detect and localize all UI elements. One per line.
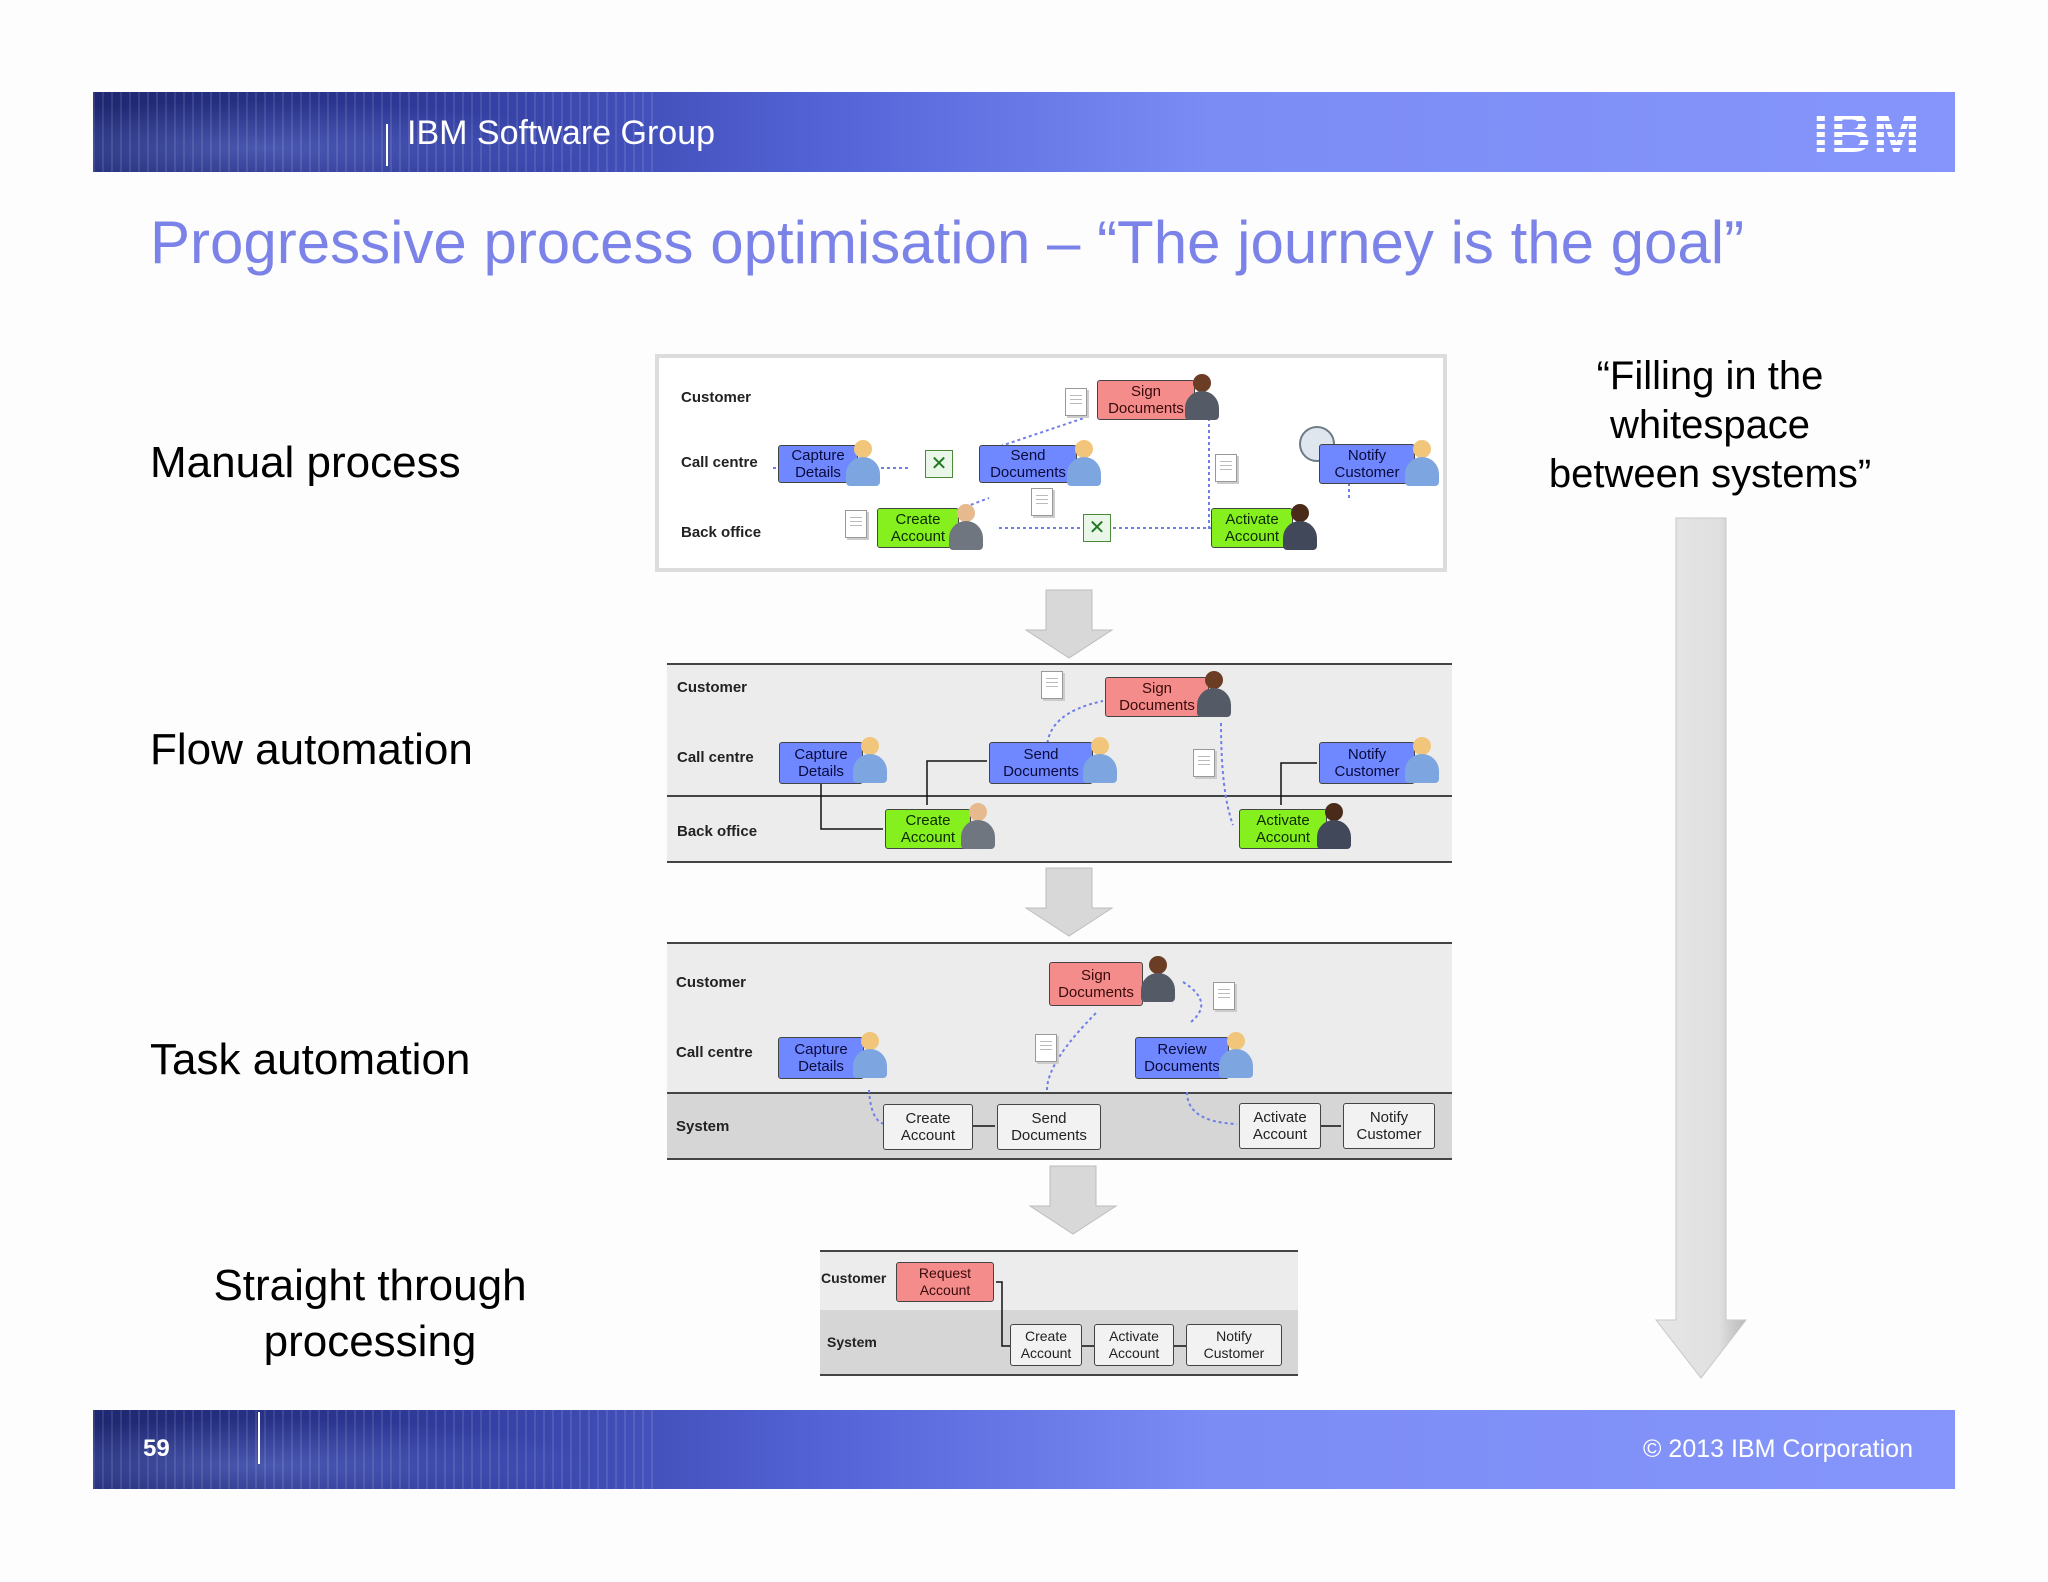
agent-avatar <box>1067 440 1101 486</box>
document-icon <box>1065 388 1087 416</box>
copyright: © 2013 IBM Corporation <box>1643 1435 1913 1463</box>
task-sign-documents[interactable]: Sign Documents <box>1105 677 1209 717</box>
stage-label-manual: Manual process <box>150 438 461 487</box>
lane-customer: Customer <box>676 974 747 991</box>
spreadsheet-icon: ✕ <box>925 450 953 478</box>
agent-avatar <box>846 440 880 486</box>
stage-label-flow: Flow automation <box>150 725 473 774</box>
whitespace-note-line-3: between systems” <box>1548 452 1872 496</box>
lane-call-centre: Call centre <box>676 1044 753 1061</box>
page-number: 59 <box>143 1435 170 1462</box>
whitespace-note: “Filling in the whitespace between syste… <box>1530 352 1890 499</box>
task-capture-details[interactable]: Capture Details <box>778 445 858 483</box>
task-send-documents[interactable]: Send Documents <box>989 742 1093 784</box>
header-band: IBM Software Group IBM <box>93 92 1955 172</box>
task-create-account[interactable]: Create Account <box>883 1104 973 1150</box>
stage-label-stp: Straight through processing <box>213 1261 527 1366</box>
task-activate-account[interactable]: Activate Account <box>1239 809 1327 849</box>
stage-label-task: Task automation <box>150 1035 471 1084</box>
whitespace-note-line-1: “Filling in the <box>1596 354 1824 398</box>
lane-system: System <box>676 1118 730 1135</box>
lane-customer: Customer <box>681 389 752 406</box>
lane-system: System <box>827 1334 877 1350</box>
task-send-documents[interactable]: Send Documents <box>979 445 1077 483</box>
agent-avatar <box>853 737 887 783</box>
stp-connectors <box>996 1281 1186 1347</box>
journey-arrow <box>1654 517 1748 1379</box>
footer-separator <box>258 1412 260 1464</box>
lane-back-office: Back office <box>677 823 758 840</box>
manual-process-diagram: Customer Call centre Back office Capture… <box>655 354 1447 572</box>
page-title: Progressive process optimisation – “The … <box>150 209 1745 276</box>
document-icon <box>1035 1034 1057 1062</box>
customer-avatar <box>1141 956 1175 1002</box>
flow-automation-diagram: Customer Call centre Back office Sign Do… <box>667 663 1452 863</box>
footer-texture <box>93 1410 653 1489</box>
lane-call-centre: Call centre <box>677 749 754 766</box>
document-icon <box>1193 749 1215 777</box>
customer-avatar <box>1185 374 1219 420</box>
customer-avatar <box>1197 671 1231 717</box>
staff-avatar <box>1317 803 1351 849</box>
stp-diagram: Customer System Request Account Create A… <box>820 1250 1298 1376</box>
document-icon <box>845 510 867 538</box>
document-icon <box>1213 982 1235 1010</box>
task-send-documents[interactable]: Send Documents <box>997 1104 1101 1150</box>
task-automation-diagram: Customer Call centre System Sign Documen… <box>667 942 1452 1160</box>
whitespace-note-line-2: whitespace <box>1609 403 1811 447</box>
header-texture <box>93 92 653 172</box>
agent-avatar <box>1405 737 1439 783</box>
task-sign-documents[interactable]: Sign Documents <box>1049 962 1143 1006</box>
task-capture-details[interactable]: Capture Details <box>778 1037 864 1079</box>
task-sign-documents[interactable]: Sign Documents <box>1097 380 1195 420</box>
task-connectors <box>868 981 1341 1127</box>
task-activate-account[interactable]: Activate Account <box>1211 508 1293 548</box>
lane-call-centre: Call centre <box>681 454 758 471</box>
task-activate-account[interactable]: Activate Account <box>1239 1103 1321 1149</box>
stage-arrow-2 <box>1024 867 1114 937</box>
lane-customer: Customer <box>821 1270 887 1286</box>
agent-avatar <box>1083 737 1117 783</box>
agent-avatar <box>853 1032 887 1078</box>
task-review-documents[interactable]: Review Documents <box>1135 1037 1229 1079</box>
task-activate-account[interactable]: Activate Account <box>1094 1324 1174 1366</box>
task-notify-customer[interactable]: Notify Customer <box>1343 1103 1435 1149</box>
agent-avatar <box>1219 1032 1253 1078</box>
staff-avatar <box>1283 504 1317 550</box>
task-notify-customer[interactable]: Notify Customer <box>1186 1324 1282 1366</box>
header-group-name: IBM Software Group <box>407 114 716 152</box>
footer-band: 59 © 2013 IBM Corporation <box>93 1410 1955 1489</box>
task-capture-details[interactable]: Capture Details <box>779 742 863 784</box>
header-separator <box>386 124 388 166</box>
task-notify-customer[interactable]: Notify Customer <box>1319 444 1415 484</box>
ibm-logo: IBM <box>1813 101 1922 164</box>
stage-arrow-1 <box>1024 589 1114 659</box>
task-notify-customer[interactable]: Notify Customer <box>1319 742 1415 784</box>
task-create-account[interactable]: Create Account <box>877 508 959 548</box>
document-icon <box>1041 671 1063 699</box>
staff-avatar <box>961 803 995 849</box>
document-icon <box>1031 488 1053 516</box>
document-icon <box>1215 454 1237 482</box>
task-create-account[interactable]: Create Account <box>1010 1324 1082 1366</box>
spreadsheet-icon: ✕ <box>1083 514 1111 542</box>
task-request-account[interactable]: Request Account <box>896 1262 994 1302</box>
lane-customer: Customer <box>677 679 748 696</box>
task-create-account[interactable]: Create Account <box>885 809 971 849</box>
stage-arrow-3 <box>1028 1165 1118 1235</box>
lane-back-office: Back office <box>681 524 762 541</box>
staff-avatar <box>949 504 983 550</box>
agent-avatar <box>1405 440 1439 486</box>
